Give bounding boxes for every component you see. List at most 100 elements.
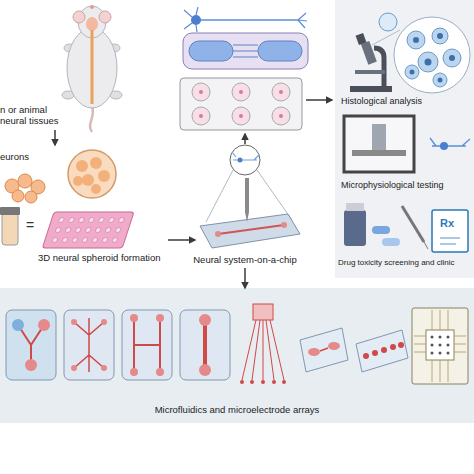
chip-variant (180, 310, 230, 380)
mea-grid (447, 336, 450, 339)
mea-grid (431, 352, 434, 355)
caption: Microfluidics and microelectrode arrays (0, 404, 474, 415)
compartment-chip (183, 33, 308, 69)
neuron-cells (18, 174, 32, 188)
compartment-chip (183, 33, 308, 69)
six-well-plate (180, 78, 302, 130)
six-well-plate (279, 114, 283, 118)
cell-zoom (432, 28, 448, 44)
caption: Histological analysis (341, 96, 471, 107)
symbol-label: Rx (440, 218, 454, 229)
mea-grid (439, 344, 442, 347)
rat-illustration (91, 30, 94, 104)
mea-grid (439, 352, 442, 355)
mea-grid (439, 336, 442, 339)
rat-illustration (73, 11, 85, 23)
six-well-plate (279, 90, 283, 94)
well-plate (42, 212, 134, 248)
neuron-icon (198, 19, 298, 21)
well-plate (62, 238, 69, 243)
cell-zoom (413, 37, 419, 43)
cell-zoom (443, 49, 461, 67)
chip-variant (156, 368, 164, 376)
chip-variant (381, 347, 387, 353)
well-plate (55, 228, 62, 233)
caption: Microphysiological testing (341, 180, 471, 191)
caption: 3D neural spheroid formation (38, 252, 168, 263)
application-panel: Histological analysisMicrophysiological … (335, 0, 474, 278)
flow-arrow (244, 268, 246, 288)
chip-illustration (206, 170, 292, 222)
chip-variant (18, 325, 44, 365)
spheroid (76, 160, 88, 172)
six-well-plate (272, 107, 290, 125)
neuron-cells (5, 179, 19, 193)
mea-grid (431, 336, 434, 339)
well-plate (52, 218, 125, 243)
neuron-cells (12, 190, 24, 202)
rat-illustration (99, 11, 111, 23)
cell-zoom (405, 28, 461, 87)
chip-illustration (200, 145, 300, 248)
test-instrument (352, 150, 406, 156)
microscope (350, 33, 392, 92)
cell-zoom (418, 52, 438, 72)
chip-variant (372, 350, 378, 356)
test-instrument (344, 116, 414, 172)
neuron-icon (191, 15, 201, 25)
well-plate (102, 238, 109, 243)
spheroid (68, 150, 116, 198)
cell-zoom (425, 59, 432, 66)
spheroid (68, 150, 116, 198)
microscope (350, 86, 392, 92)
well-plate (112, 238, 119, 243)
chip-variant (308, 348, 320, 356)
spheroid (90, 157, 102, 169)
chip-variant (134, 318, 160, 372)
neuron-illustration: eurons (0, 145, 125, 203)
mea-grid (414, 310, 466, 382)
chip-variant (398, 342, 404, 348)
rat-illustration (86, 17, 98, 31)
well-plate (105, 228, 112, 233)
cell-zoom (438, 78, 443, 83)
chip-variant (253, 304, 273, 320)
well-plate (95, 228, 102, 233)
chip-variant (300, 328, 348, 372)
vial (0, 207, 20, 215)
mea-grid (431, 336, 450, 355)
caption: Neural system-on-a-chip (185, 254, 305, 265)
chip-variant (130, 314, 138, 322)
microscope (361, 41, 377, 65)
cell-zoom (372, 13, 470, 93)
six-well-plate (232, 107, 250, 125)
well-plate (68, 218, 75, 223)
cell-zoom (433, 73, 447, 87)
rat-illustration (90, 5, 94, 9)
neuron-cells (31, 180, 45, 194)
mea-grid (447, 344, 450, 347)
compartment-chip (258, 41, 302, 61)
layout-arrow (244, 134, 246, 144)
chip-illustration (245, 178, 249, 212)
well-plate (75, 228, 82, 233)
six-well-plate (192, 83, 210, 101)
chip-variant (74, 318, 104, 372)
chip-variant (272, 380, 276, 384)
spheroid (98, 170, 110, 182)
chip-illustration (215, 231, 221, 237)
caption: eurons (0, 151, 40, 162)
cell-zoom (410, 70, 415, 75)
chip-variant (38, 319, 50, 331)
six-well-plate (239, 90, 243, 94)
drug-illustration (402, 206, 424, 242)
six-well-plate (232, 83, 250, 101)
cell-zoom (379, 13, 397, 31)
chip-variant (199, 364, 211, 376)
chip-variant (328, 342, 340, 350)
rat-illustration (64, 44, 76, 52)
drug-illustration (344, 203, 468, 252)
